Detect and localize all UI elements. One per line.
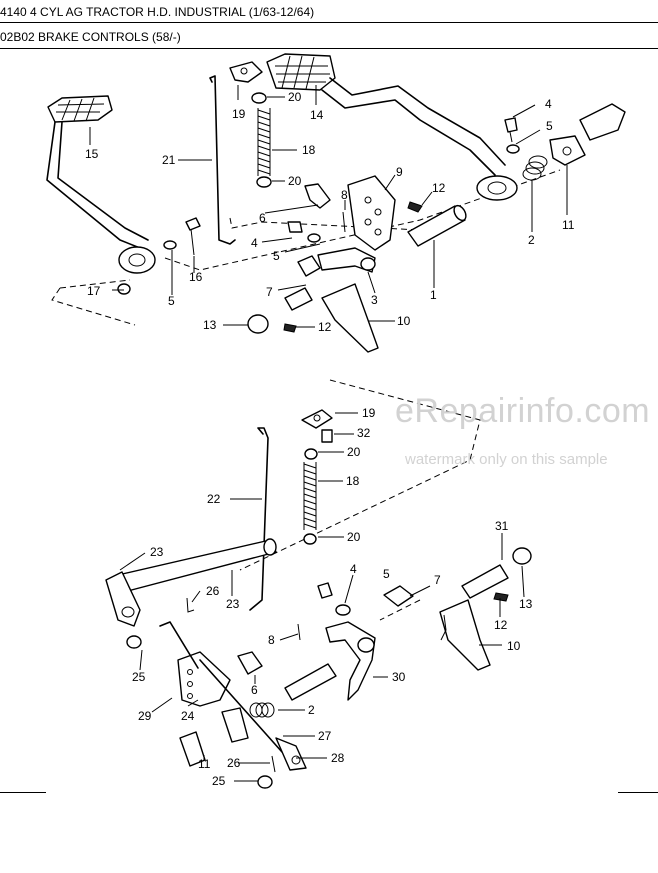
callout-t17: 17 bbox=[87, 284, 101, 298]
right-brake-pedal bbox=[266, 53, 518, 201]
spring-bottom bbox=[303, 462, 317, 530]
header-rule-bottom bbox=[0, 48, 658, 49]
callout-b2: 2 bbox=[308, 703, 315, 717]
callout-t11: 11 bbox=[562, 218, 575, 232]
callout-t18: 18 bbox=[302, 143, 316, 157]
callout-t6: 6 bbox=[259, 211, 266, 225]
callout-b31: 31 bbox=[495, 519, 509, 533]
callout-t4b: 4 bbox=[251, 236, 258, 250]
watermark-note: watermark only on this sample bbox=[405, 451, 608, 468]
callout-t4: 4 bbox=[545, 97, 552, 111]
callout-t19: 19 bbox=[232, 107, 246, 121]
callout-t5b: 5 bbox=[273, 249, 280, 263]
callout-t1: 1 bbox=[430, 288, 437, 302]
callout-b6: 6 bbox=[251, 683, 258, 697]
callout-b23b: 23 bbox=[226, 597, 240, 611]
callout-t15: 15 bbox=[85, 147, 99, 161]
callout-b20: 20 bbox=[347, 445, 361, 459]
callout-t12b: 12 bbox=[318, 320, 332, 334]
callout-b23: 23 bbox=[150, 545, 164, 559]
callout-b11: 11 bbox=[198, 757, 211, 771]
callout-b22: 22 bbox=[207, 492, 221, 506]
callout-t20: 20 bbox=[288, 90, 302, 104]
watermark-site: eRepairinfo.com bbox=[395, 392, 651, 430]
callout-t13: 13 bbox=[203, 318, 217, 332]
callout-b18: 18 bbox=[346, 474, 360, 488]
callout-b32: 32 bbox=[357, 426, 371, 440]
callout-b25b: 25 bbox=[212, 774, 226, 788]
header-model-line: 4140 4 CYL AG TRACTOR H.D. INDUSTRIAL (1… bbox=[0, 5, 315, 19]
callout-b8: 8 bbox=[268, 633, 275, 647]
callout-b12: 12 bbox=[494, 618, 508, 632]
spring-top bbox=[257, 108, 271, 176]
left-brake-pedal bbox=[46, 95, 156, 274]
callout-t10: 10 bbox=[397, 314, 411, 328]
callout-labels: 19 20 14 4 5 15 21 18 20 9 12 8 6 11 4 2… bbox=[85, 90, 575, 788]
callout-b19: 19 bbox=[362, 406, 376, 420]
callout-t9: 9 bbox=[396, 165, 403, 179]
footer-rule-right bbox=[618, 792, 658, 793]
spring-bottom-small bbox=[249, 702, 275, 718]
callout-b26b: 26 bbox=[227, 756, 241, 770]
callout-t3: 3 bbox=[371, 293, 378, 307]
callout-t8: 8 bbox=[341, 188, 348, 202]
callout-b13: 13 bbox=[519, 597, 533, 611]
callout-t16: 16 bbox=[189, 270, 203, 284]
callout-b24: 24 bbox=[181, 709, 195, 723]
callout-b25: 25 bbox=[132, 670, 146, 684]
callout-b7: 7 bbox=[434, 573, 441, 587]
callout-t5: 5 bbox=[546, 119, 553, 133]
callout-t7: 7 bbox=[266, 285, 273, 299]
callout-b30: 30 bbox=[392, 670, 406, 684]
callout-b20b: 20 bbox=[347, 530, 361, 544]
footer-rule-left bbox=[0, 792, 46, 793]
callout-t14: 14 bbox=[310, 108, 324, 122]
callout-t2: 2 bbox=[528, 233, 535, 247]
header-rule-top bbox=[0, 22, 658, 23]
bottom-assembly bbox=[105, 379, 532, 789]
top-assembly bbox=[46, 53, 626, 353]
callout-t12: 12 bbox=[432, 181, 446, 195]
callout-b4: 4 bbox=[350, 562, 357, 576]
callout-b5: 5 bbox=[383, 567, 390, 581]
callout-b10: 10 bbox=[507, 639, 521, 653]
callout-b26: 26 bbox=[206, 584, 220, 598]
callout-t5c: 5 bbox=[168, 294, 175, 308]
header-section-line: 02B02 BRAKE CONTROLS (58/-) bbox=[0, 30, 181, 44]
callout-b29: 29 bbox=[138, 709, 152, 723]
callout-t20b: 20 bbox=[288, 174, 302, 188]
callout-b28: 28 bbox=[331, 751, 345, 765]
callout-t21: 21 bbox=[162, 153, 176, 167]
callout-b27: 27 bbox=[318, 729, 332, 743]
